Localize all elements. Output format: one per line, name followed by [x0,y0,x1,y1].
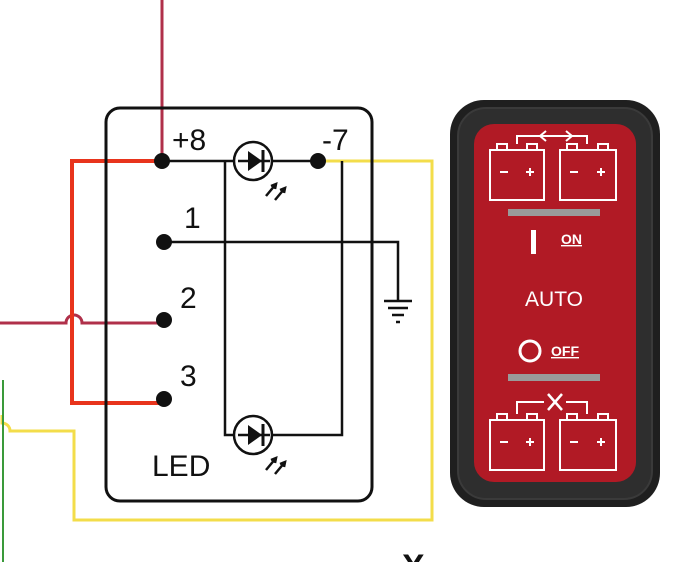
terminal-3-dot [156,391,172,407]
off-symbol-icon [518,339,542,363]
on-label: ON [561,231,582,247]
terminal-plus8-dot [154,153,170,169]
divider-top [508,209,600,216]
terminal-1-dot [156,234,172,250]
auto-label: AUTO [525,288,583,311]
terminal-2-dot [156,312,172,328]
terminal-minus7-label: -7 [322,124,349,157]
ground-icon [384,299,412,324]
led-top-icon [232,140,287,201]
double-arrow-icon [516,130,588,144]
on-symbol-icon [531,230,536,254]
terminal-2-label: 2 [180,282,197,315]
led-bottom-icon [232,414,287,475]
rocker-switch: ON AUTO OFF [450,100,660,507]
cut-off-label: X [402,548,425,562]
led-loop-wire [223,161,344,437]
terminal-minus7-dot [310,153,326,169]
yellow-wire [0,159,434,522]
off-label: OFF [551,343,579,359]
maroon-wire-left [0,313,164,325]
switch-body-outline [104,106,374,503]
cross-icon [516,393,588,414]
red-jumper-wire [70,159,164,405]
battery-icon [489,413,545,471]
ground-wire [164,240,400,300]
terminal-3-label: 3 [180,360,197,393]
terminal-plus8-label: +8 [172,124,206,157]
battery-icon [489,143,545,201]
battery-icon [559,143,617,201]
led-label: LED [152,450,210,483]
battery-icon [559,413,617,471]
divider-bottom [508,374,600,381]
terminal-1-label: 1 [184,202,201,235]
